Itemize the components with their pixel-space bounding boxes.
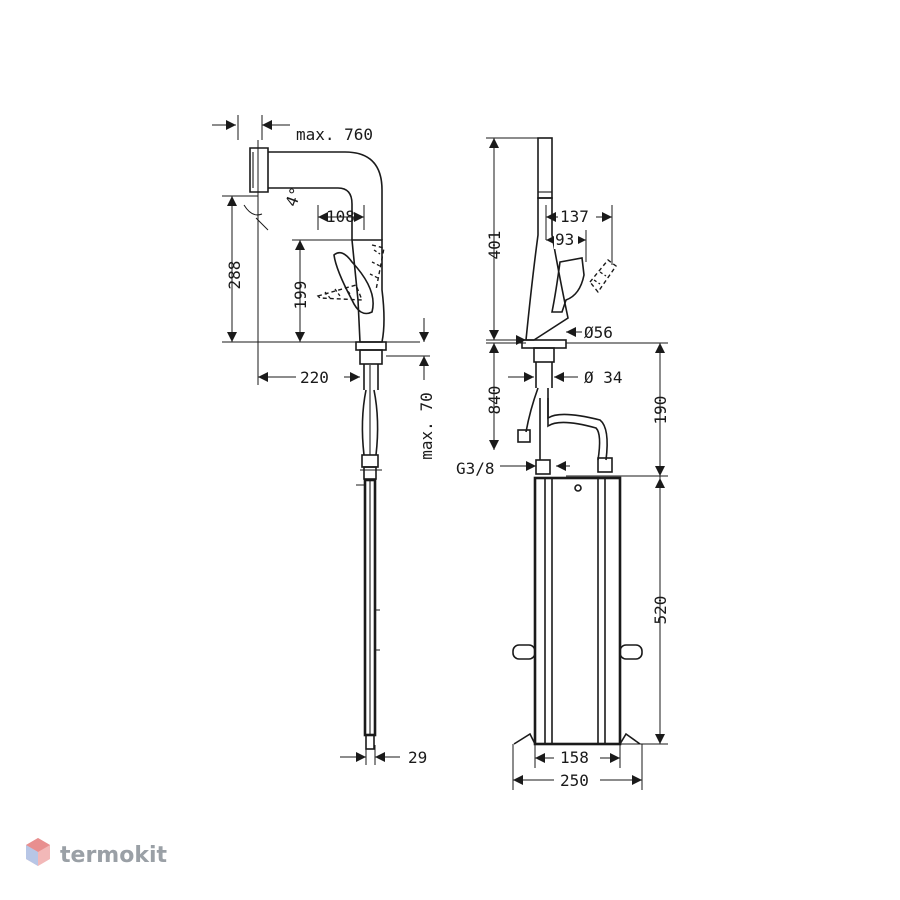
dim-158: 158 xyxy=(560,748,589,767)
lever xyxy=(333,251,374,315)
dim-max-70: max. 70 xyxy=(417,392,436,459)
cabinet xyxy=(533,476,622,746)
dim-840: 840 xyxy=(485,386,504,415)
base-ring xyxy=(355,341,387,351)
front-lever xyxy=(551,257,585,313)
front-base xyxy=(521,339,567,349)
dim-220: 220 xyxy=(300,368,329,387)
spout xyxy=(268,151,383,240)
dim-diameter-56: Ø56 xyxy=(584,323,613,342)
shank xyxy=(363,364,379,390)
front-view: 401 137 93 Ø56 840 Ø 34 G3/8 xyxy=(456,137,670,790)
dim-250: 250 xyxy=(560,771,589,790)
side-view: max. 760 4° 108 288 199 220 xyxy=(212,115,436,767)
dim-520: 520 xyxy=(651,596,670,625)
dim-190: 190 xyxy=(651,396,670,425)
watermark-text: termokit xyxy=(60,843,167,868)
dim-108: 108 xyxy=(326,207,355,226)
connection-label: G3/8 xyxy=(456,459,495,478)
termokit-logo: termokit xyxy=(26,838,167,868)
front-spray-head xyxy=(537,137,553,199)
dim-diameter-34: Ø 34 xyxy=(584,368,623,387)
dim-401: 401 xyxy=(485,231,504,260)
dim-93: 93 xyxy=(555,230,574,249)
dim-288: 288 xyxy=(225,261,244,290)
tap-body xyxy=(351,239,385,343)
dim-199: 199 xyxy=(291,281,310,310)
dim-137: 137 xyxy=(560,207,589,226)
dim-max-760: max. 760 xyxy=(296,125,373,144)
dim-29: 29 xyxy=(408,748,427,767)
spray-head xyxy=(249,147,269,193)
